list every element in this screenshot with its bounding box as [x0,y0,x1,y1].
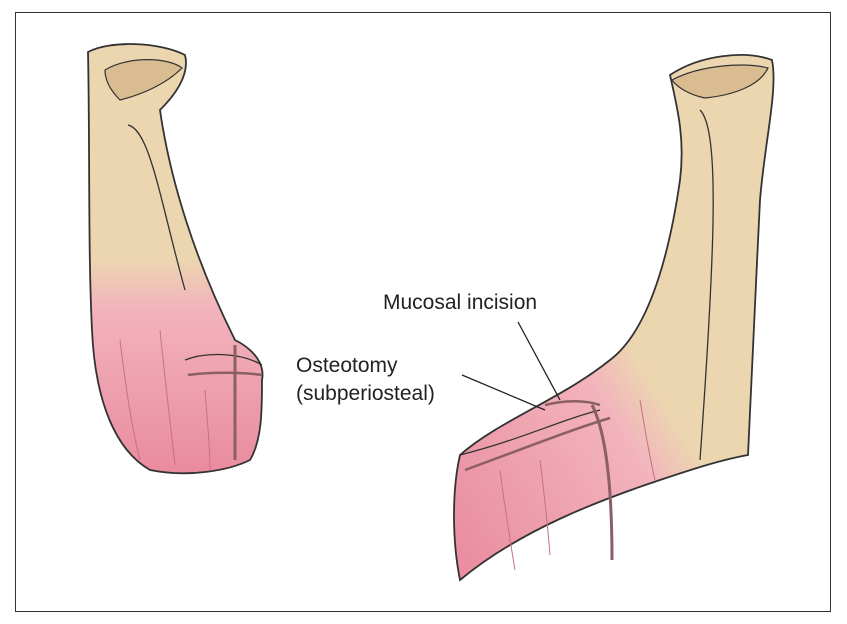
osteotomy-sublabel: (subperiosteal) [296,382,435,405]
figure-frame [15,12,831,612]
osteotomy-leader [461,374,546,411]
mucosal-incision-leader [517,321,561,401]
right-mandible-fragment [453,54,775,582]
mucosal-incision-label: Mucosal incision [383,291,538,314]
osteotomy-label: Osteotomy [296,354,398,377]
left-mandible-fragment [87,43,264,475]
